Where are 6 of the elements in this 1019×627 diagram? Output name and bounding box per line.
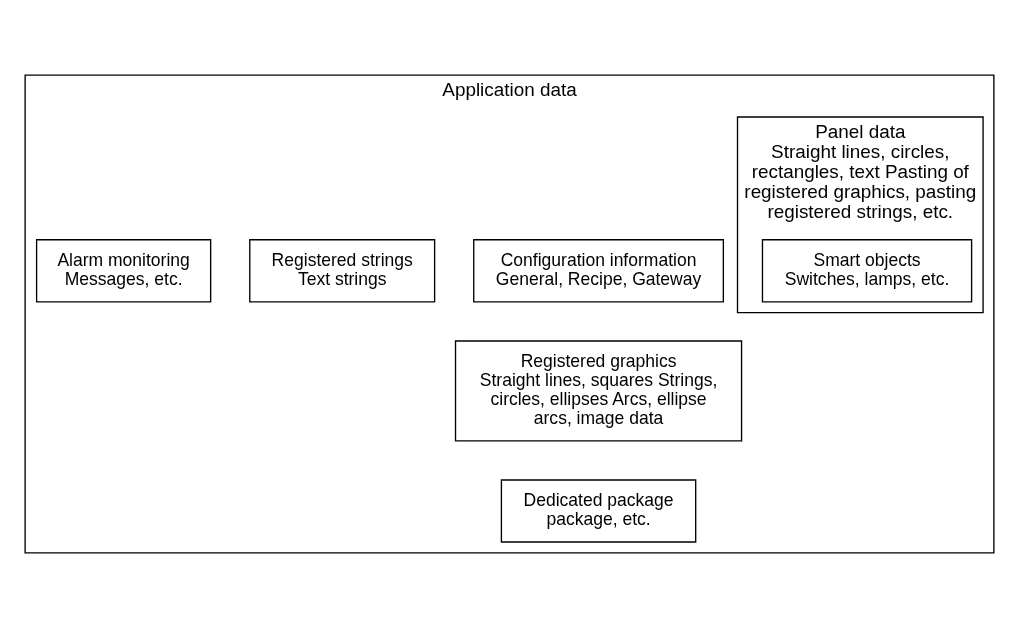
node-box: Smart objects Switches, lamps, etc. xyxy=(761,238,973,303)
node-box: Dedicated package package, etc. xyxy=(500,478,697,543)
node-box: Registered graphics Straight lines, squares Strings, circles, ellipses Arcs, ellipse arcs, image data xyxy=(454,339,743,441)
node-box: Registered strings Text strings xyxy=(249,238,436,303)
node-box: Configuration information General, Recipe, Gateway xyxy=(473,238,725,303)
node-box: Alarm monitoring Messages, etc. xyxy=(35,238,212,303)
